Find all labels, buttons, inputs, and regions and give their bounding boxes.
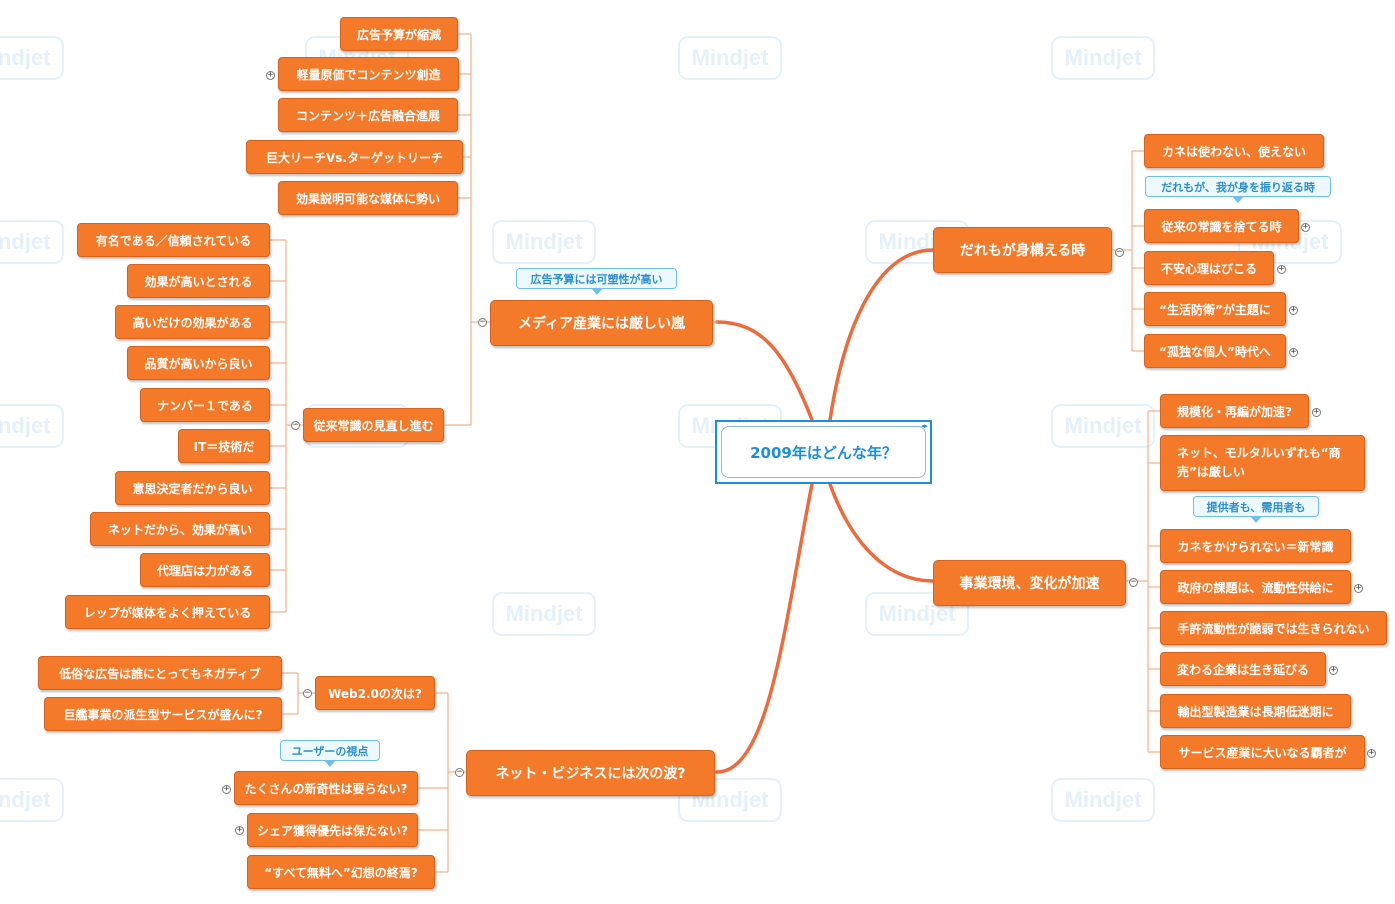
everyone-item-1[interactable]: カネは使わない、使えない [1144,134,1324,168]
business-item-4[interactable]: 政府の課題は、流動性供給に [1160,570,1351,604]
watermark-logo: Mindjet [1051,404,1155,448]
collapse-toggle-icon[interactable]: − [291,420,300,430]
net-item-1[interactable]: たくさんの新奇性は要らない? [234,771,418,805]
collapse-toggle-icon[interactable]: − [478,317,487,327]
net-item-3[interactable]: “すべて無料へ”幻想の終焉? [247,855,435,889]
expand-toggle-icon[interactable]: + [1301,222,1310,232]
media-item-5[interactable]: 効果説明可能な媒体に勢い [278,181,458,215]
expand-toggle-icon[interactable]: + [1367,748,1376,758]
everyone-item-2[interactable]: 従来の常識を捨てる時 [1144,209,1299,243]
expand-toggle-icon[interactable]: + [222,784,231,794]
expand-toggle-icon[interactable]: + [266,70,275,80]
net-item-2[interactable]: シェア獲得優先は保たない? [247,813,418,847]
collapse-toggle-icon[interactable]: − [455,767,464,777]
expand-toggle-icon[interactable]: + [1354,583,1363,593]
watermark-logo: Mindjet [678,36,782,80]
review-item-5[interactable]: ナンバー１である [140,388,270,422]
review-item-6[interactable]: IT＝技術だ [178,429,270,463]
collapse-toggle-icon[interactable]: − [303,688,312,698]
watermark-logo: Mindjet [492,592,596,636]
central-topic[interactable]: 2009年はどんな年？ ◂▸ [715,420,932,484]
central-title: 2009年はどんな年？ [721,426,926,478]
business-item-3[interactable]: カネをかけられない＝新常識 [1160,529,1351,563]
review-item-8[interactable]: ネットだから、効果が高い [90,512,270,546]
branch-media[interactable]: メディア産業には厳しい嵐 [490,300,713,346]
web2-item-2[interactable]: 巨艦事業の派生型サービスが盛んに? [44,697,282,731]
watermark-logo: Mindjet [0,36,64,80]
branch-net[interactable]: ネット・ビジネスには次の波? [466,750,715,796]
callout-media-note: 広告予算には可塑性が高い [516,268,677,295]
resize-handle-icon[interactable]: ◂▸ [920,422,928,430]
connector-business [828,482,935,583]
watermark-logo: Mindjet [1051,36,1155,80]
web2-item-1[interactable]: 低俗な広告は誰にとってもネガティブ [38,656,282,690]
expand-toggle-icon[interactable]: + [1277,264,1286,274]
everyone-item-5[interactable]: “孤独な個人”時代へ [1144,334,1286,368]
callout-business-note: 提供者も、需用者も [1193,496,1319,523]
watermark-logo: Mindjet [1051,778,1155,822]
collapse-toggle-icon[interactable]: − [1129,577,1138,587]
watermark-logo: Mindjet [0,404,64,448]
watermark-logo: Mindjet [0,778,64,822]
watermark-logo: Mindjet [0,220,64,264]
review-item-9[interactable]: 代理店は力がある [140,553,270,587]
callout-everyone-note: だれもが、我が身を振り返る時 [1145,176,1331,203]
business-item-2[interactable]: ネット、モルタルいずれも“商売”は厳しい [1160,435,1365,491]
review-item-4[interactable]: 品質が高いから良い [127,346,270,380]
media-item-4[interactable]: 巨大リーチVs.ターゲットリーチ [246,140,463,174]
media-item-3[interactable]: コンテンツ＋広告融合進展 [278,98,458,132]
everyone-item-3[interactable]: 不安心理はびこる [1144,251,1274,285]
review-item-3[interactable]: 高いだけの効果がある [115,305,270,339]
business-item-5[interactable]: 手許流動性が脆弱では生きられない [1160,611,1387,645]
net-web2[interactable]: Web2.0の次は? [315,676,435,710]
business-item-1[interactable]: 規模化・再編が加速? [1160,394,1309,428]
watermark-logo: Mindjet [492,220,596,264]
business-item-7[interactable]: 輸出型製造業は長期低迷期に [1160,694,1351,728]
review-item-2[interactable]: 効果が高いとされる [127,264,270,298]
expand-toggle-icon[interactable]: + [1312,407,1321,417]
review-item-10[interactable]: レップが媒体をよく押えている [65,595,270,629]
review-item-1[interactable]: 有名である／信頼されている [77,223,270,257]
media-item-1[interactable]: 広告予算が縮減 [340,17,458,51]
branch-business[interactable]: 事業環境、変化が加速 [933,560,1126,606]
everyone-item-4[interactable]: “生活防衛”が主題に [1144,292,1286,326]
expand-toggle-icon[interactable]: + [1329,665,1338,675]
media-item-2[interactable]: 軽量原価でコンテンツ創造 [278,57,459,91]
business-item-8[interactable]: サービス産業に大いなる覇者が [1160,735,1365,769]
collapse-toggle-icon[interactable]: − [1115,247,1124,257]
connector-everyone [828,248,935,422]
media-review[interactable]: 従来常識の見直し進む [303,408,444,442]
review-item-7[interactable]: 意思決定者だから良い [115,471,270,505]
expand-toggle-icon[interactable]: + [1289,347,1298,357]
callout-net-note: ユーザーの視点 [280,740,380,767]
expand-toggle-icon[interactable]: + [1289,305,1298,315]
branch-everyone[interactable]: だれもが身構える時 [933,227,1112,273]
business-item-6[interactable]: 変わる企業は生き延びる [1160,652,1326,686]
connector-net [715,482,814,774]
expand-toggle-icon[interactable]: + [235,825,244,835]
connector-media [715,320,814,422]
